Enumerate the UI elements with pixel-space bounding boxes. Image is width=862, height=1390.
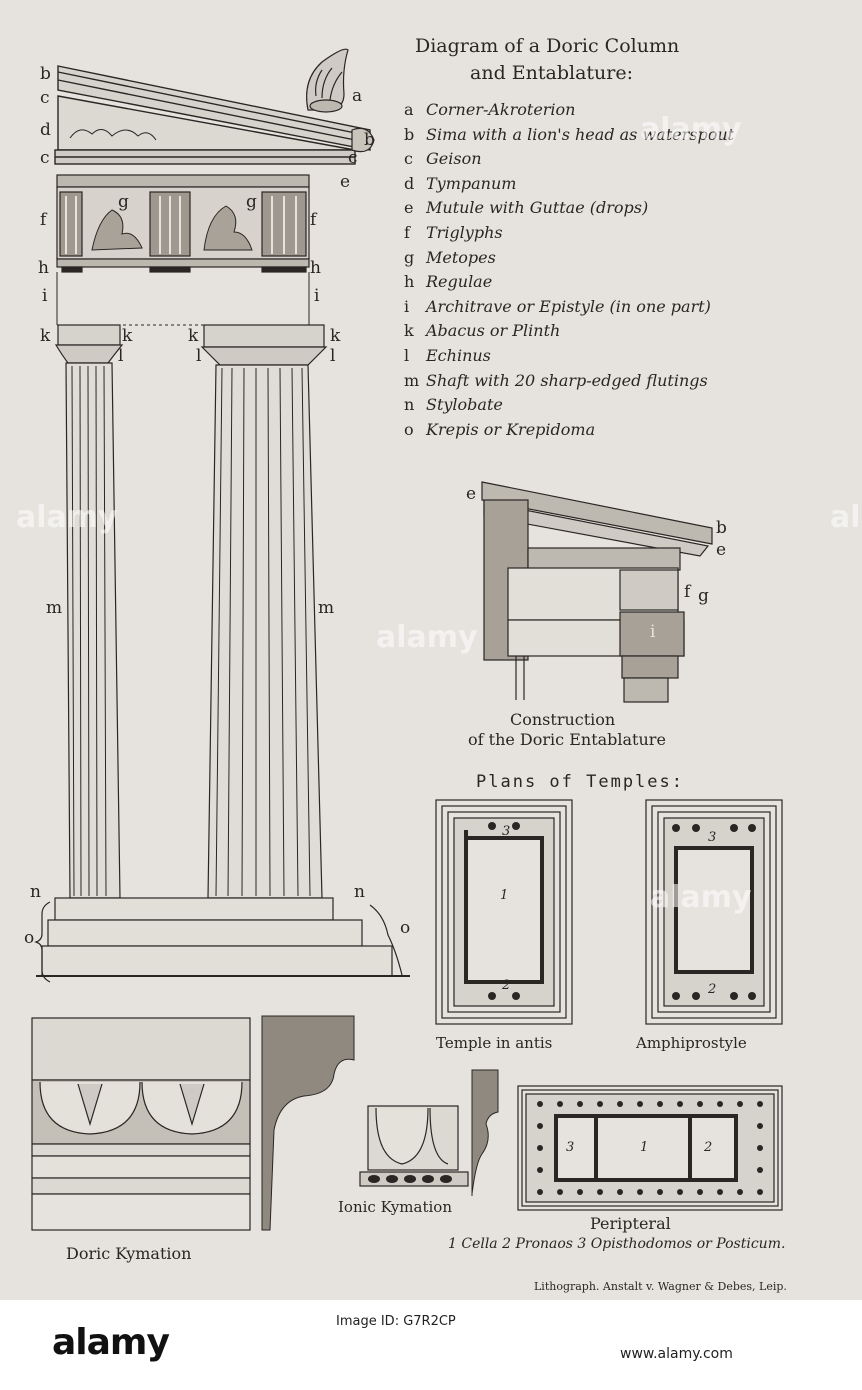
image-id: Image ID: G7R2CP — [336, 1314, 456, 1329]
callout-g-right: g — [246, 192, 257, 212]
plan-peri-1: 1 — [640, 1140, 649, 1155]
alamy-logo: alamy — [52, 1322, 170, 1363]
ionic-kymation-drawing — [359, 1105, 469, 1187]
plan-antis-1: 1 — [500, 888, 509, 903]
watermark: alamy — [16, 500, 118, 535]
construction-caption-line1: Construction — [510, 710, 616, 729]
callout-e: e — [340, 172, 351, 192]
lion-head-waterspout — [351, 127, 375, 153]
callout-m-left: m — [46, 598, 63, 618]
diagram-title: Diagram of a Doric Column — [415, 35, 680, 57]
plan-amphi-2: 2 — [708, 982, 717, 997]
callout-l-1: l — [118, 346, 124, 366]
callout-f-construction: f — [684, 582, 691, 602]
callout-i-left: i — [42, 286, 48, 306]
watermark: alamy — [830, 500, 862, 535]
callout-o-left: o — [24, 928, 35, 948]
callout-o-right: o — [400, 918, 411, 938]
footer-url: www.alamy.com — [620, 1346, 733, 1362]
plan-temple-in-antis — [435, 799, 573, 1025]
callout-c-lower: c — [40, 148, 50, 168]
engraving-plate: Diagram of a Doric Column and Entablatur… — [0, 0, 862, 1300]
callout-i-construction: i — [650, 622, 656, 642]
construction-caption-line2: of the Doric Entablature — [468, 730, 666, 749]
plan-peri-2: 2 — [704, 1140, 713, 1155]
callout-b-construction: b — [716, 518, 727, 538]
callout-f-left: f — [40, 210, 47, 230]
imprint: Lithograph. Anstalt v. Wagner & Debes, L… — [534, 1280, 787, 1293]
callout-e-construction-right: e — [716, 540, 727, 560]
callout-c: c — [40, 88, 50, 108]
callout-g-left: g — [118, 192, 129, 212]
callout-n-right: n — [354, 882, 365, 902]
caption-peripteral: Peripteral — [590, 1214, 671, 1233]
architrave — [56, 272, 325, 326]
plans-title: Plans of Temples: — [476, 772, 684, 792]
callout-h-right: h — [310, 258, 321, 278]
plan-amphi-3: 3 — [708, 830, 717, 845]
caption-ionic-kymation: Ionic Kymation — [338, 1198, 452, 1216]
callout-l-3: l — [330, 346, 336, 366]
pediment — [54, 65, 371, 165]
caption-temple-in-antis: Temple in antis — [436, 1034, 553, 1052]
watermark: alamy — [376, 620, 478, 655]
callout-k-1: k — [40, 326, 51, 346]
callout-k-3: k — [188, 326, 199, 346]
callout-m-right: m — [318, 598, 335, 618]
akroterion — [306, 48, 349, 113]
kymation-profiles — [261, 1015, 499, 1231]
plan-amphiprostyle — [645, 799, 783, 1025]
right-column — [200, 324, 328, 899]
callout-a: a — [352, 86, 363, 106]
caption-amphiprostyle: Amphiprostyle — [636, 1034, 747, 1052]
callout-k-4: k — [330, 326, 341, 346]
callout-d: d — [40, 120, 51, 140]
frieze — [56, 174, 310, 273]
callout-n-left: n — [30, 882, 41, 902]
diagram-subtitle: and Entablature: — [470, 62, 634, 84]
plan-antis-3: 3 — [502, 824, 511, 839]
watermark: alamy — [640, 112, 742, 147]
callout-k-2: k — [122, 326, 133, 346]
callout-f-right: f — [310, 210, 317, 230]
callout-g-construction: g — [698, 586, 709, 606]
stock-footer: alamy Image ID: G7R2CP www.alamy.com — [0, 1300, 862, 1390]
doric-kymation-drawing — [31, 1017, 251, 1231]
plan-antis-2: 2 — [502, 978, 511, 993]
callout-h-left: h — [38, 258, 49, 278]
watermark: alamy — [650, 880, 752, 915]
plan-peripteral — [517, 1085, 783, 1211]
plan-peri-3: 3 — [566, 1140, 575, 1155]
callout-e-construction: e — [466, 484, 477, 504]
callout-b: b — [40, 64, 51, 84]
construction-section — [481, 481, 713, 703]
plan-key: 1 Cella 2 Pronaos 3 Opisthodomos or Post… — [448, 1236, 786, 1252]
left-column — [54, 324, 124, 899]
callout-c-right: c — [348, 148, 358, 168]
diagram-artwork — [31, 48, 783, 1231]
callout-i-right: i — [314, 286, 320, 306]
caption-doric-kymation: Doric Kymation — [66, 1244, 192, 1263]
krepidoma — [34, 897, 410, 983]
callout-l-2: l — [196, 346, 202, 366]
callout-b-right: b — [364, 130, 375, 150]
